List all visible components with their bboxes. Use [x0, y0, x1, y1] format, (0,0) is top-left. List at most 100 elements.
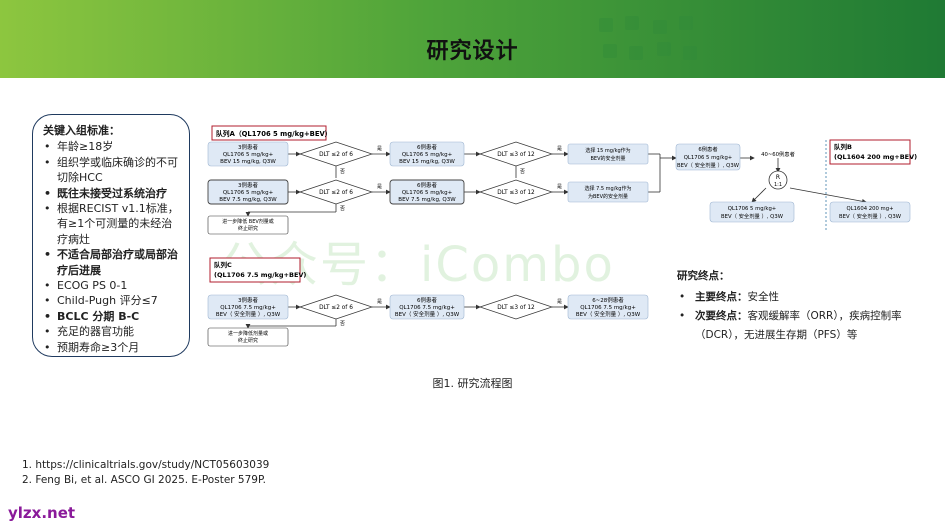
- box-6pt-cohort-c: 6例患者 QL1706 7.5 mg/kg+ BEV（ 安全剂量 ）, Q3W: [389, 294, 465, 320]
- select-bev7.5-box: 选择 7.5 mg/kg作为 为BEV的安全剂量: [567, 181, 649, 203]
- box-6pt-safe-dose: 6例患者 QL1706 5 mg/kg+ BEV（ 安全剂量 ）, Q3W: [675, 143, 741, 171]
- svg-text:BEV（ 安全剂量 ）, Q3W: BEV（ 安全剂量 ）, Q3W: [721, 212, 784, 220]
- svg-text:QL1706 7.5 mg/kg+: QL1706 7.5 mg/kg+: [399, 305, 455, 311]
- cohort-c-sub: (QL1706 7.5 mg/kg+BEV): [214, 271, 306, 279]
- svg-text:BEV（ 安全剂量 ）, Q3W: BEV（ 安全剂量 ）, Q3W: [216, 310, 281, 318]
- box-3pt-cohort-c: 3例患者 QL1706 7.5 mg/kg+ BEV（ 安全剂量 ）, Q3W: [207, 294, 289, 320]
- svg-text:3例患者: 3例患者: [238, 143, 258, 151]
- svg-text:QL1706 5 mg/kg+: QL1706 5 mg/kg+: [728, 206, 777, 212]
- svg-text:3例患者: 3例患者: [238, 296, 258, 304]
- criteria-item: BCLC 分期 B-C: [44, 309, 183, 325]
- criteria-title: 关键入组标准：: [43, 124, 120, 137]
- reference-item: 1. https://clinicaltrials.gov/study/NCT0…: [22, 459, 270, 471]
- cohort-c-label: [209, 257, 301, 283]
- criteria-item: 年龄≥18岁: [44, 139, 183, 155]
- primary-endpoint: 主要终点：安全性: [677, 288, 927, 307]
- svg-text:DLT ≤3 of 12: DLT ≤3 of 12: [497, 152, 535, 158]
- yes-label: 是: [557, 299, 562, 305]
- arm-ql1706-box: QL1706 5 mg/kg+ BEV（ 安全剂量 ）, Q3W: [709, 201, 795, 223]
- no-label: 否: [340, 206, 345, 212]
- svg-text:DLT ≤3 of 12: DLT ≤3 of 12: [497, 305, 535, 311]
- stop-study-box-c: 进一步降低剂量或 终止研究: [207, 327, 289, 347]
- cohort-a-text: 队列A（QL1706 5 mg/kg+BEV）: [216, 129, 332, 138]
- svg-text:QL1706 5 mg/kg+: QL1706 5 mg/kg+: [223, 190, 274, 196]
- svg-text:6例患者: 6例患者: [698, 145, 717, 153]
- svg-text:DLT ≤2 of 6: DLT ≤2 of 6: [319, 152, 353, 158]
- header-banner: 研究设计: [0, 0, 945, 78]
- dlt-decision-1c: DLT ≤2 of 6: [298, 294, 374, 320]
- svg-text:6例患者: 6例患者: [417, 143, 437, 151]
- criteria-item: 预期寿命≥3个月: [44, 340, 183, 356]
- site-logo: ylzx.net: [8, 504, 76, 522]
- svg-text:6例患者: 6例患者: [417, 296, 437, 304]
- svg-text:QL1706 5 mg/kg+: QL1706 5 mg/kg+: [223, 152, 274, 158]
- svg-text:6~28例患者: 6~28例患者: [592, 296, 624, 304]
- box-6pt-bev7.5: 6例患者 QL1706 5 mg/kg+ BEV 7.5 mg/kg, Q3W: [389, 179, 465, 205]
- yes-label: 是: [377, 146, 382, 152]
- criteria-item: 不适合局部治疗或局部治疗后进展: [44, 247, 183, 278]
- box-expansion-cohort-c: 6~28例患者 QL1706 7.5 mg/kg+ BEV（ 安全剂量 ）, Q…: [567, 294, 649, 320]
- decorative-pattern: [599, 16, 697, 60]
- svg-text:BEV（ 安全剂量 ）, Q3W: BEV（ 安全剂量 ）, Q3W: [395, 310, 460, 318]
- svg-text:DLT ≤3 of 12: DLT ≤3 of 12: [497, 190, 535, 196]
- svg-text:BEV 7.5 mg/kg, Q3W: BEV 7.5 mg/kg, Q3W: [398, 197, 456, 203]
- study-flow-diagram: 队列A（QL1706 5 mg/kg+BEV） 队列B (QL1604 200 …: [207, 125, 917, 347]
- stop-study-box-a: 进一步降低 BEV剂量或 终止研究: [207, 215, 289, 235]
- criteria-item: 既往未接受过系统治疗: [44, 186, 183, 202]
- svg-text:QL1706 7.5 mg/kg+: QL1706 7.5 mg/kg+: [580, 305, 636, 311]
- box-3pt-bev15: 3例患者 QL1706 5 mg/kg+ BEV 15 mg/kg, Q3W: [207, 141, 289, 167]
- yes-label: 是: [557, 184, 562, 190]
- svg-text:6例患者: 6例患者: [417, 181, 437, 189]
- reference-item: 2. Feng Bi, et al. ASCO GI 2025. E-Poste…: [22, 474, 267, 486]
- select-bev15-box: 选择 15 mg/kg作为 BEV的安全剂量: [567, 143, 649, 165]
- svg-text:终止研究: 终止研究: [238, 337, 258, 344]
- svg-text:3例患者: 3例患者: [238, 181, 258, 189]
- figure-caption: 图1. 研究流程图: [432, 377, 513, 390]
- no-label: 否: [340, 169, 345, 175]
- cohort-b-label: [829, 139, 911, 165]
- svg-text:QL1706 5 mg/kg+: QL1706 5 mg/kg+: [402, 190, 453, 196]
- references: 1. https://clinicaltrials.gov/study/NCT0…: [22, 458, 269, 488]
- cohort-b-sub: (QL1604 200 mg+BEV): [834, 153, 917, 161]
- svg-text:进一步降低剂量或: 进一步降低剂量或: [228, 330, 268, 337]
- cohort-b-text: 队列B: [834, 142, 852, 151]
- svg-text:BEV 15 mg/kg, Q3W: BEV 15 mg/kg, Q3W: [399, 159, 455, 165]
- dlt-decision-1b: DLT ≤2 of 6: [298, 179, 374, 205]
- yes-label: 是: [377, 184, 382, 190]
- svg-text:选择 15 mg/kg作为: 选择 15 mg/kg作为: [585, 147, 630, 154]
- svg-text:R: R: [776, 174, 780, 181]
- yes-label: 是: [377, 299, 382, 305]
- box-3pt-bev7.5: 3例患者 QL1706 5 mg/kg+ BEV 7.5 mg/kg, Q3W: [207, 179, 289, 205]
- page-title: 研究设计: [426, 39, 519, 64]
- yes-label: 是: [557, 146, 562, 152]
- criteria-item: ECOG PS 0-1: [44, 278, 183, 294]
- svg-text:BEV（ 安全剂量 ）, Q3W: BEV（ 安全剂量 ）, Q3W: [677, 161, 740, 169]
- svg-text:1:1: 1:1: [774, 182, 782, 188]
- arm-ql1604-box: QL1604 200 mg+ BEV（ 安全剂量 ）, Q3W: [829, 201, 911, 223]
- endpoints-title: 研究终点：: [677, 270, 730, 282]
- criteria-item: 充足的器官功能: [44, 324, 183, 340]
- expansion-count: 40~60例患者: [761, 150, 795, 158]
- criteria-list: 年龄≥18岁 组织学或临床确诊的不可切除HCC 既往未接受过系统治疗 根据REC…: [43, 139, 183, 355]
- cohort-a-label: [211, 125, 327, 141]
- svg-text:终止研究: 终止研究: [238, 225, 258, 232]
- study-endpoints: 研究终点： 主要终点：安全性 次要终点：客观缓解率（ORR），疾病控制率（DCR…: [677, 267, 927, 345]
- criteria-item: 组织学或临床确诊的不可切除HCC: [44, 155, 183, 186]
- svg-text:DLT ≤2 of 6: DLT ≤2 of 6: [319, 305, 353, 311]
- no-label: 否: [340, 321, 345, 327]
- svg-text:选择 7.5 mg/kg作为: 选择 7.5 mg/kg作为: [585, 185, 632, 192]
- box-6pt-bev15: 6例患者 QL1706 5 mg/kg+ BEV 15 mg/kg, Q3W: [389, 141, 465, 167]
- dlt-decision-2b: DLT ≤3 of 12: [478, 179, 554, 205]
- secondary-endpoint: 次要终点：客观缓解率（ORR），疾病控制率（DCR），无进展生存期（PFS）等: [677, 307, 927, 345]
- criteria-item: Child-Pugh 评分≤7: [44, 293, 183, 309]
- dlt-decision-2c: DLT ≤3 of 12: [478, 294, 554, 320]
- svg-text:BEV（ 安全剂量 ）, Q3W: BEV（ 安全剂量 ）, Q3W: [576, 310, 641, 318]
- dlt-decision-1a: DLT ≤2 of 6: [298, 141, 374, 167]
- no-label: 否: [520, 169, 525, 175]
- svg-text:BEV的安全剂量: BEV的安全剂量: [590, 155, 625, 162]
- inclusion-criteria-panel: 关键入组标准： 年龄≥18岁 组织学或临床确诊的不可切除HCC 既往未接受过系统…: [32, 114, 190, 357]
- dlt-decision-2a: DLT ≤3 of 12: [478, 141, 554, 167]
- randomization-node: R 1:1: [768, 170, 788, 190]
- svg-text:BEV（ 安全剂量 ）, Q3W: BEV（ 安全剂量 ）, Q3W: [839, 212, 902, 220]
- svg-text:DLT ≤2 of 6: DLT ≤2 of 6: [319, 190, 353, 196]
